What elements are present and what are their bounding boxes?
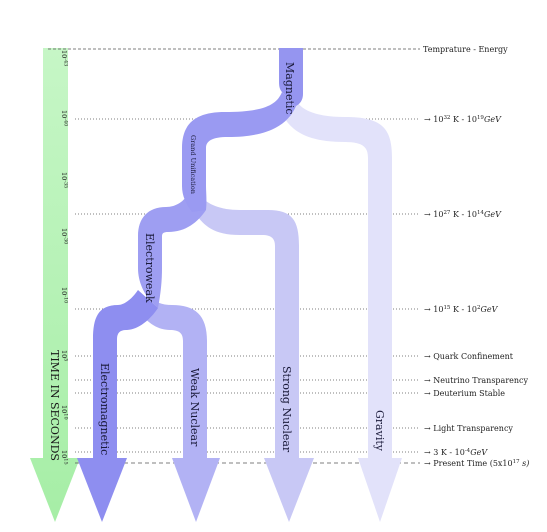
level-label-1: → 1032 K - 1019GeV — [424, 115, 502, 124]
tick-6: 105 — [60, 350, 69, 361]
magnetic-label: Magnetic — [283, 62, 296, 115]
strong-nuclear-label: Strong Nuclear — [280, 366, 293, 453]
weak-nuclear-band — [140, 296, 220, 522]
level-label-light: → Light Transparency — [424, 424, 513, 433]
level-label-3: → 1015 K - 102GeV — [424, 305, 499, 314]
tick-2: 10-40 — [60, 110, 69, 126]
strong-nuclear-band — [195, 196, 314, 522]
level-label-quark: → Quark Confinement — [424, 352, 514, 361]
level-label-3k: → 3 K - 10-4GeV — [424, 448, 488, 457]
tick-8: 1015 — [60, 450, 69, 465]
grand-unification-band — [182, 92, 296, 212]
tick-3: 10-35 — [60, 172, 69, 188]
tick-4: 10-30 — [60, 228, 69, 244]
level-label-neutrino: → Neutrino Transparency — [424, 376, 529, 385]
electromagnetic-band — [77, 290, 158, 522]
gravity-band — [281, 100, 402, 522]
electromagnetic-label: Electromagnetic — [98, 363, 111, 455]
magnetic-band — [279, 48, 303, 106]
level-label-present: → Present Time (5x1017 s) — [424, 459, 529, 468]
electroweak-band — [138, 193, 206, 308]
level-label-2: → 1027 K - 1014GeV — [424, 210, 502, 219]
weak-nuclear-label: Weak Nuclear — [188, 368, 201, 447]
electroweak-label: Electroweak — [143, 233, 156, 303]
grand-unification-label: Grand Unification — [189, 135, 197, 194]
tick-7: 1010 — [60, 405, 69, 420]
time-axis-title: TIME IN SECONDS — [48, 350, 61, 461]
tick-1: 10-43 — [60, 50, 69, 66]
tick-5: 10-10 — [60, 287, 69, 303]
time-axis-arrow — [30, 48, 80, 522]
level-label-deuterium: → Deuterium Stable — [424, 389, 505, 398]
level-label-temperature: Temprature - Energy — [423, 45, 508, 54]
time-axis-ticks: 10-43 10-40 10-35 10-30 10-10 105 1010 1… — [60, 50, 69, 465]
gravity-label: Gravity — [373, 410, 386, 452]
